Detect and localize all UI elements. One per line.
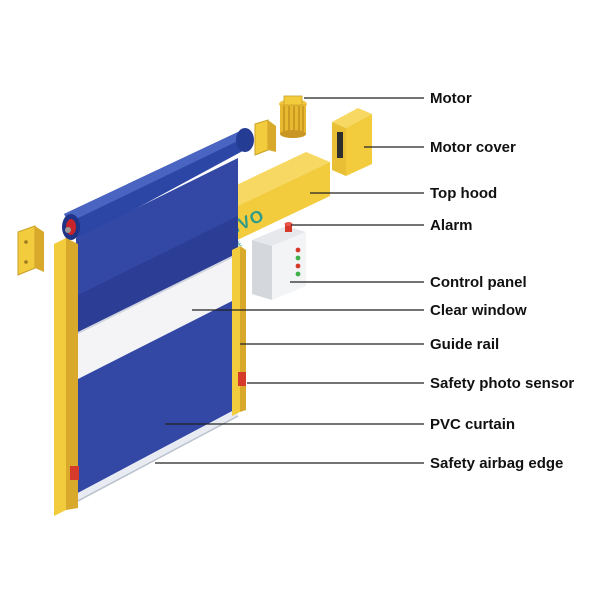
leader-lines — [155, 97, 424, 464]
label-safety-airbag-edge: Safety airbag edge — [430, 455, 563, 472]
label-top-hood: Top hood — [430, 185, 497, 202]
label-motor: Motor — [430, 90, 472, 107]
door-curtain-assembly — [75, 158, 239, 503]
guide-rail — [232, 246, 246, 416]
label-motor-cover: Motor cover — [430, 139, 516, 156]
motor-cover — [332, 108, 372, 176]
control-panel — [252, 226, 306, 300]
label-pvc-curtain: PVC curtain — [430, 416, 515, 433]
motor — [279, 95, 307, 138]
safety-airbag-edge — [76, 408, 238, 502]
left-mounting-bracket — [17, 225, 44, 276]
label-alarm: Alarm — [430, 217, 473, 234]
safety-photo-sensor-left — [70, 466, 79, 480]
label-clear-window: Clear window — [430, 302, 527, 319]
label-safety-photo-sensor: Safety photo sensor — [430, 375, 574, 392]
callout-labels: Motor Motor cover Top hood Alarm Control… — [430, 90, 574, 472]
pvc-curtain — [76, 298, 238, 494]
upper-bracket-left — [254, 119, 276, 156]
left-guide-rail — [54, 238, 79, 516]
safety-photo-sensor — [238, 372, 246, 386]
alarm — [284, 222, 293, 232]
clear-window — [76, 254, 238, 380]
label-guide-rail: Guide rail — [430, 336, 499, 353]
roller — [62, 128, 254, 240]
label-control-panel: Control panel — [430, 274, 527, 291]
